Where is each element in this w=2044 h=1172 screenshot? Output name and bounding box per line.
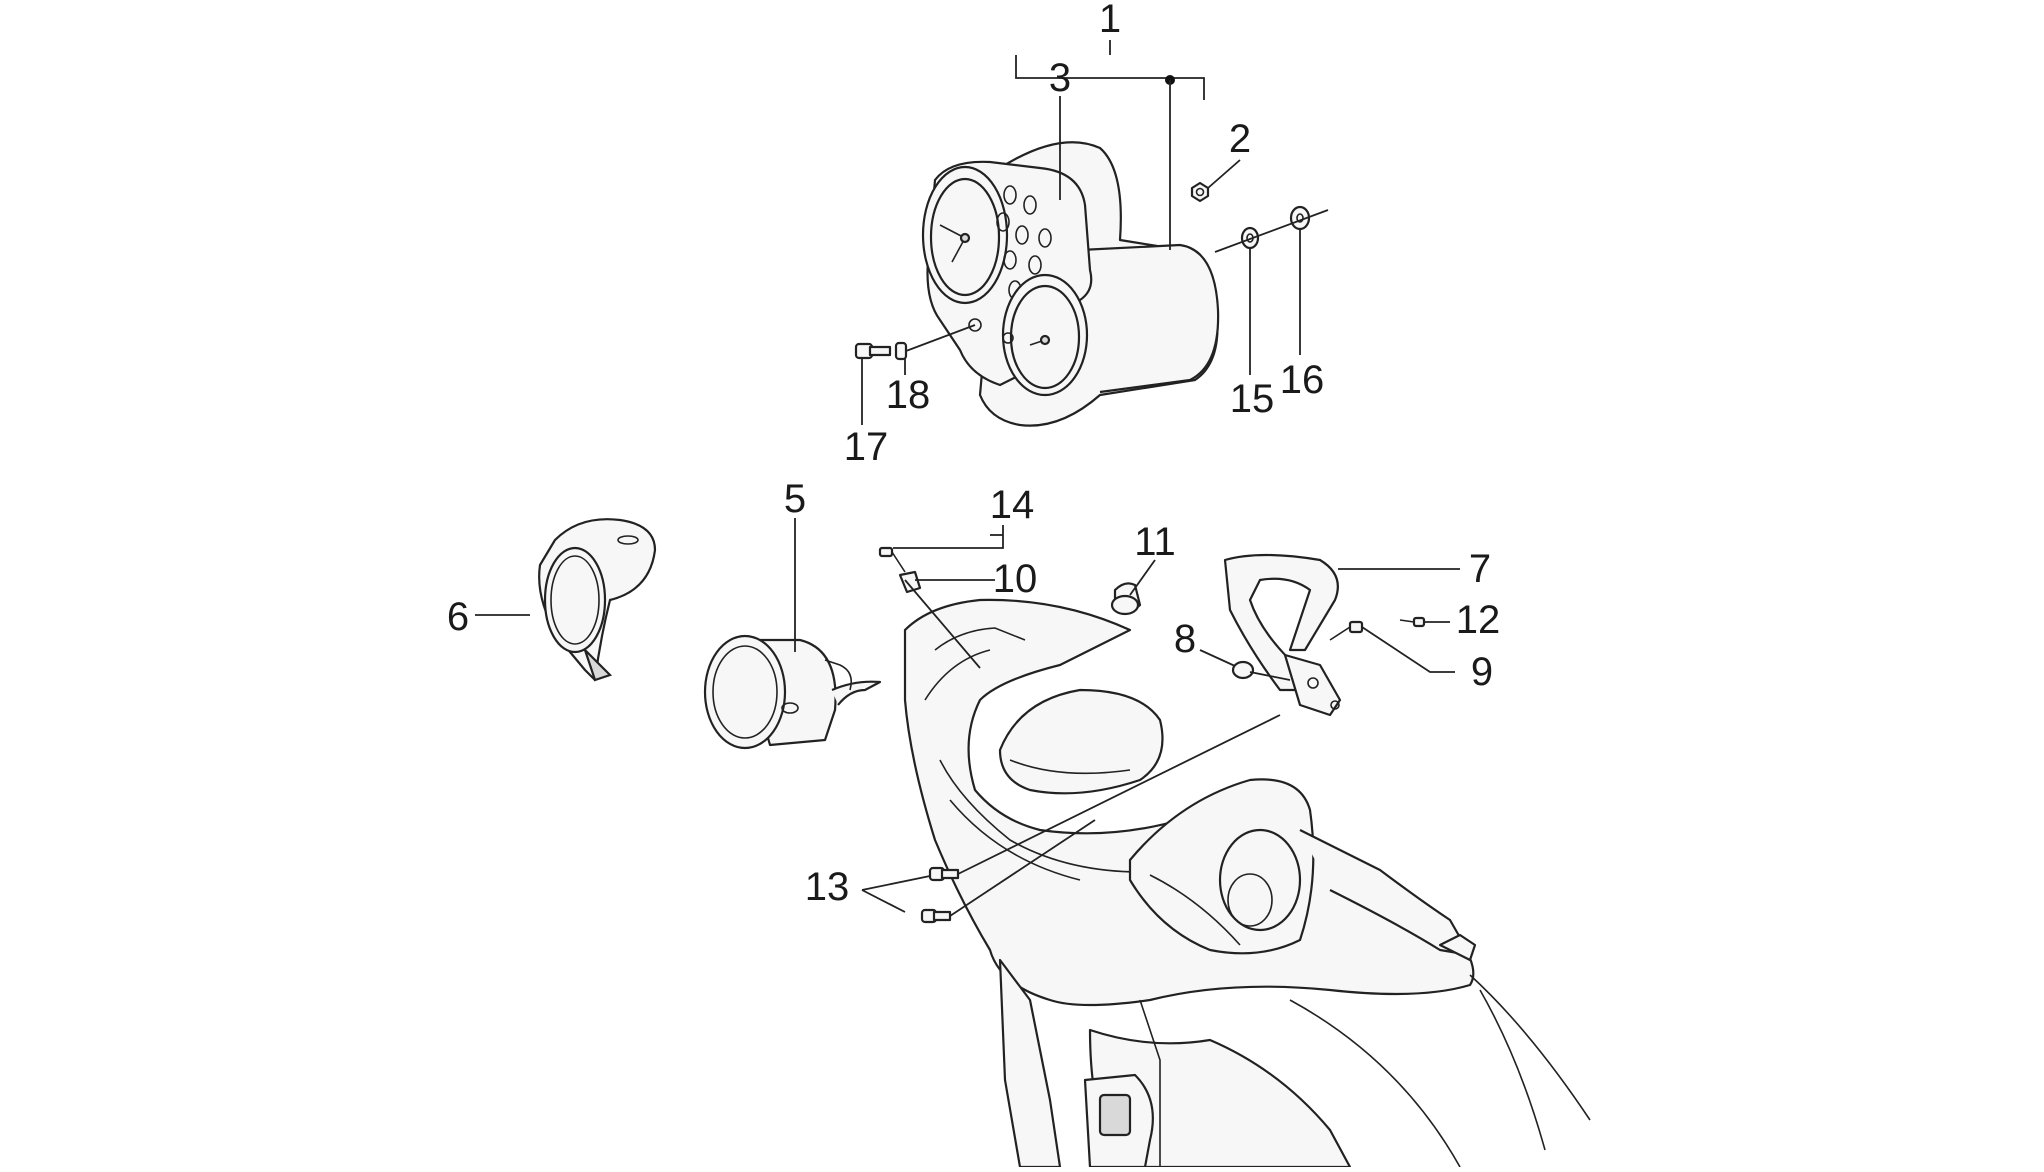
callout-16: 16: [1280, 358, 1325, 402]
callout-3: 3: [1049, 56, 1071, 100]
screw-part-14: [878, 546, 906, 573]
callout-15: 15: [1230, 377, 1275, 421]
callout-12: 12: [1456, 598, 1501, 642]
callout-2: 2: [1229, 117, 1251, 161]
screw-part-12: [1399, 616, 1426, 628]
callout-10: 10: [993, 557, 1038, 601]
instrument-cluster-assembly: [921, 141, 1220, 427]
callout-11: 11: [1134, 520, 1176, 564]
washer-part-15: [1240, 226, 1260, 250]
leader-lines: [475, 96, 1460, 913]
callout-17: 17: [844, 425, 889, 469]
callout-1: 1: [1099, 0, 1121, 41]
screw-part-9: [1329, 620, 1364, 641]
screws-part-13: [920, 866, 960, 924]
callout-5: 5: [784, 477, 806, 521]
callout-8: 8: [1174, 617, 1196, 661]
callout-6: 6: [447, 595, 469, 639]
callout-13: 13: [805, 865, 850, 909]
callout-18: 18: [886, 373, 931, 417]
handlebar-cover: [903, 598, 1591, 1169]
clip-part-10: [898, 570, 922, 594]
nut-part-8: [1231, 660, 1255, 680]
gauge-part-5: [703, 634, 882, 750]
headlight-trim-part-6: [538, 518, 657, 682]
bracket-part-7: [1223, 553, 1342, 717]
washer-part-18: [894, 341, 908, 361]
group-bracket: [1015, 55, 1205, 100]
callout-7: 7: [1469, 547, 1491, 591]
callout-14: 14: [990, 483, 1035, 527]
nut-part-2: [1190, 181, 1210, 203]
callout-9: 9: [1471, 650, 1493, 694]
screw-part-17: [854, 342, 892, 360]
